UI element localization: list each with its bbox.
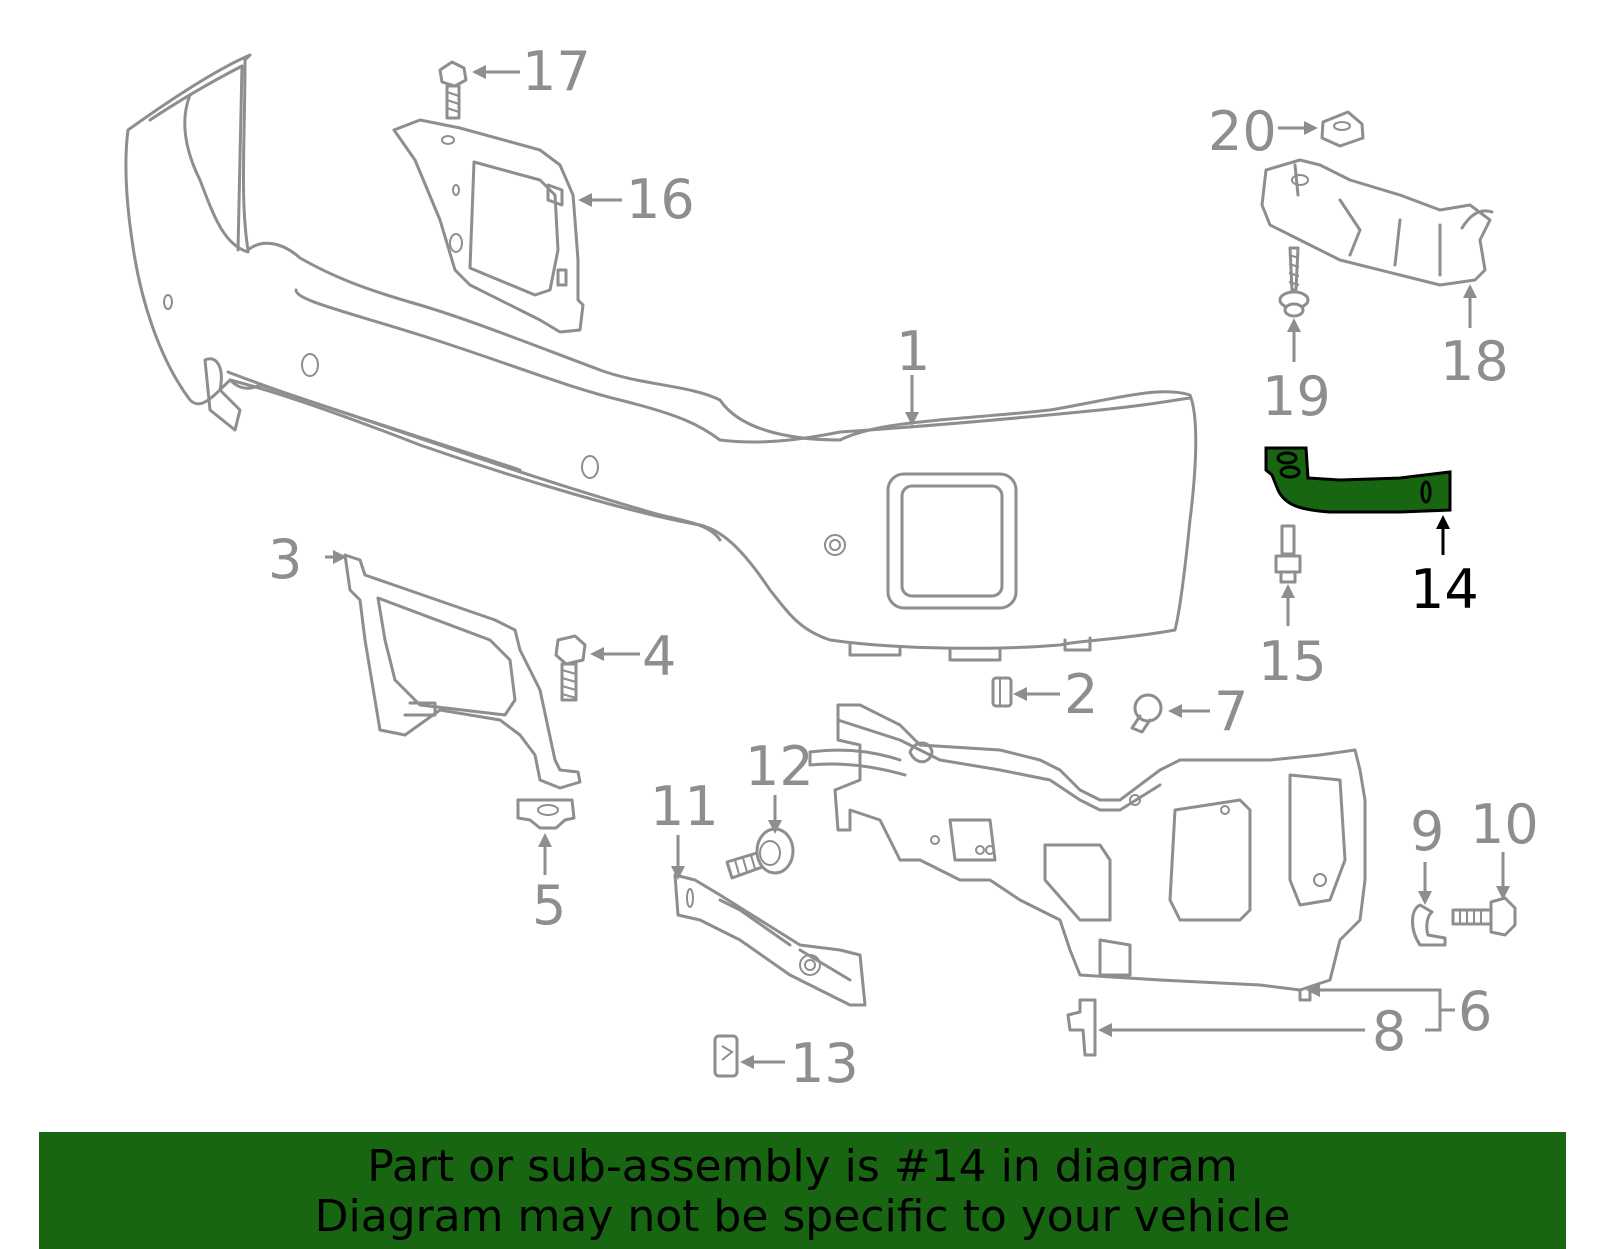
callout-19: 19 xyxy=(1262,365,1331,428)
callout-labels: 1 2 3 4 5 6 7 8 9 10 11 12 13 14 15 16 1… xyxy=(268,40,1539,1095)
callout-5: 5 xyxy=(532,874,566,937)
banner-line-1: Part or sub-assembly is #14 in diagram xyxy=(367,1141,1238,1192)
bumper-face-bar[interactable] xyxy=(124,53,1198,662)
part-6-bracket-assembly[interactable] xyxy=(808,703,1367,1002)
part-7-clip[interactable] xyxy=(1130,693,1163,734)
callout-16: 16 xyxy=(626,168,695,231)
banner-line-2: Diagram may not be specific to your vehi… xyxy=(314,1191,1291,1242)
part-17-bolt[interactable] xyxy=(438,60,468,120)
part-4-bolt[interactable] xyxy=(554,634,587,702)
part-13-clip[interactable] xyxy=(713,1034,739,1078)
callout-11: 11 xyxy=(650,775,719,838)
notice-banner: Part or sub-assembly is #14 in diagram D… xyxy=(39,1132,1566,1249)
callout-1: 1 xyxy=(896,320,930,383)
callout-17: 17 xyxy=(522,40,591,103)
part-20-nut[interactable] xyxy=(1320,110,1365,148)
callout-20: 20 xyxy=(1208,100,1277,163)
callout-7: 7 xyxy=(1214,680,1248,743)
callout-15: 15 xyxy=(1258,630,1327,693)
callout-9: 9 xyxy=(1410,800,1444,863)
callout-4: 4 xyxy=(642,625,676,688)
part-18-bracket[interactable] xyxy=(1260,158,1494,287)
part-8-retainer[interactable] xyxy=(1066,998,1097,1057)
part-19-screw[interactable] xyxy=(1278,246,1310,318)
part-9-clip[interactable] xyxy=(1411,903,1447,947)
part-5-nut[interactable] xyxy=(516,798,576,830)
callout-2: 2 xyxy=(1064,663,1098,726)
callout-10: 10 xyxy=(1470,793,1539,856)
callout-8: 8 xyxy=(1372,1000,1406,1063)
part-2-clip[interactable] xyxy=(991,676,1013,708)
part-16-bracket[interactable] xyxy=(392,118,585,334)
part-3-bracket[interactable] xyxy=(343,553,582,790)
part-10-bolt[interactable] xyxy=(1451,896,1517,937)
callout-13: 13 xyxy=(790,1032,859,1095)
callout-6: 6 xyxy=(1458,980,1492,1043)
part-14-highlighted-bracket[interactable] xyxy=(1264,446,1452,514)
part-12-bolt[interactable] xyxy=(725,827,795,880)
callout-18: 18 xyxy=(1440,330,1509,393)
part-15-stud[interactable] xyxy=(1274,524,1302,584)
part-11-bracket[interactable] xyxy=(673,873,867,1007)
callout-14-highlighted: 14 xyxy=(1410,558,1479,621)
callout-3: 3 xyxy=(268,528,302,591)
leader-arrows xyxy=(325,65,1510,1069)
callout-12: 12 xyxy=(745,735,814,798)
